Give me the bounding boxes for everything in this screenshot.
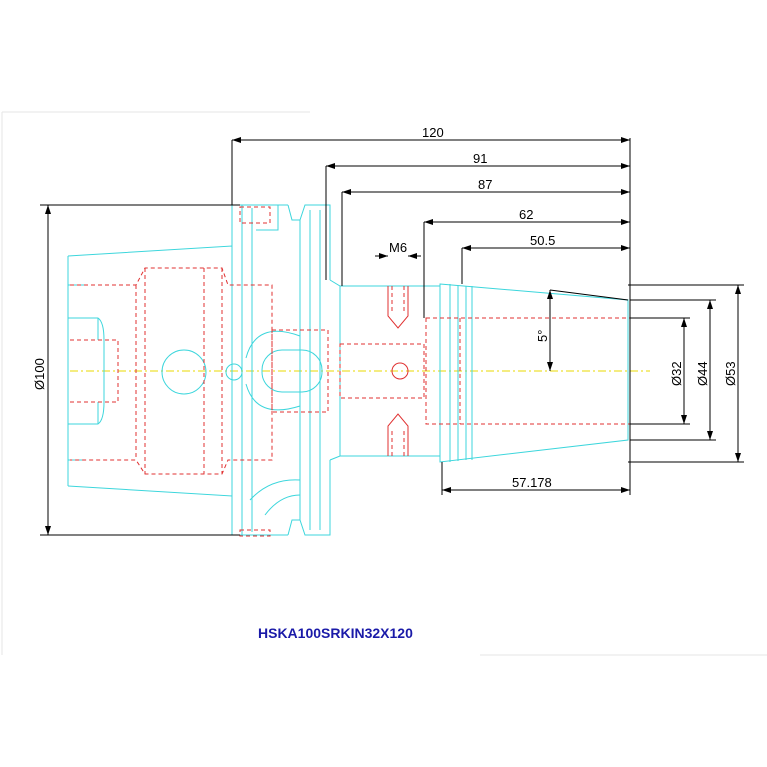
dim-taper-angle: 5° <box>535 330 550 342</box>
dim-overall-length: 120 <box>422 125 444 140</box>
dim-bore-diameter: Ø32 <box>669 361 684 386</box>
dim-nose-diameter-large: Ø53 <box>723 361 738 386</box>
dim-flange-diameter: Ø100 <box>32 358 47 390</box>
part-outline <box>67 204 629 536</box>
dim-thread: M6 <box>389 240 407 255</box>
dim-length-62: 62 <box>519 207 533 222</box>
dim-nose-diameter-small: Ø44 <box>695 361 710 386</box>
dim-nose-length: 57.178 <box>512 475 552 490</box>
hidden-lines <box>70 206 631 537</box>
dim-length-87: 87 <box>478 177 492 192</box>
dimension-lines <box>40 137 744 536</box>
sheet-frame <box>1 111 767 656</box>
dim-length-50-5: 50.5 <box>530 233 555 248</box>
dim-length-91: 91 <box>473 151 487 166</box>
drawing-title: HSKA100SRKIN32X120 <box>258 625 413 641</box>
